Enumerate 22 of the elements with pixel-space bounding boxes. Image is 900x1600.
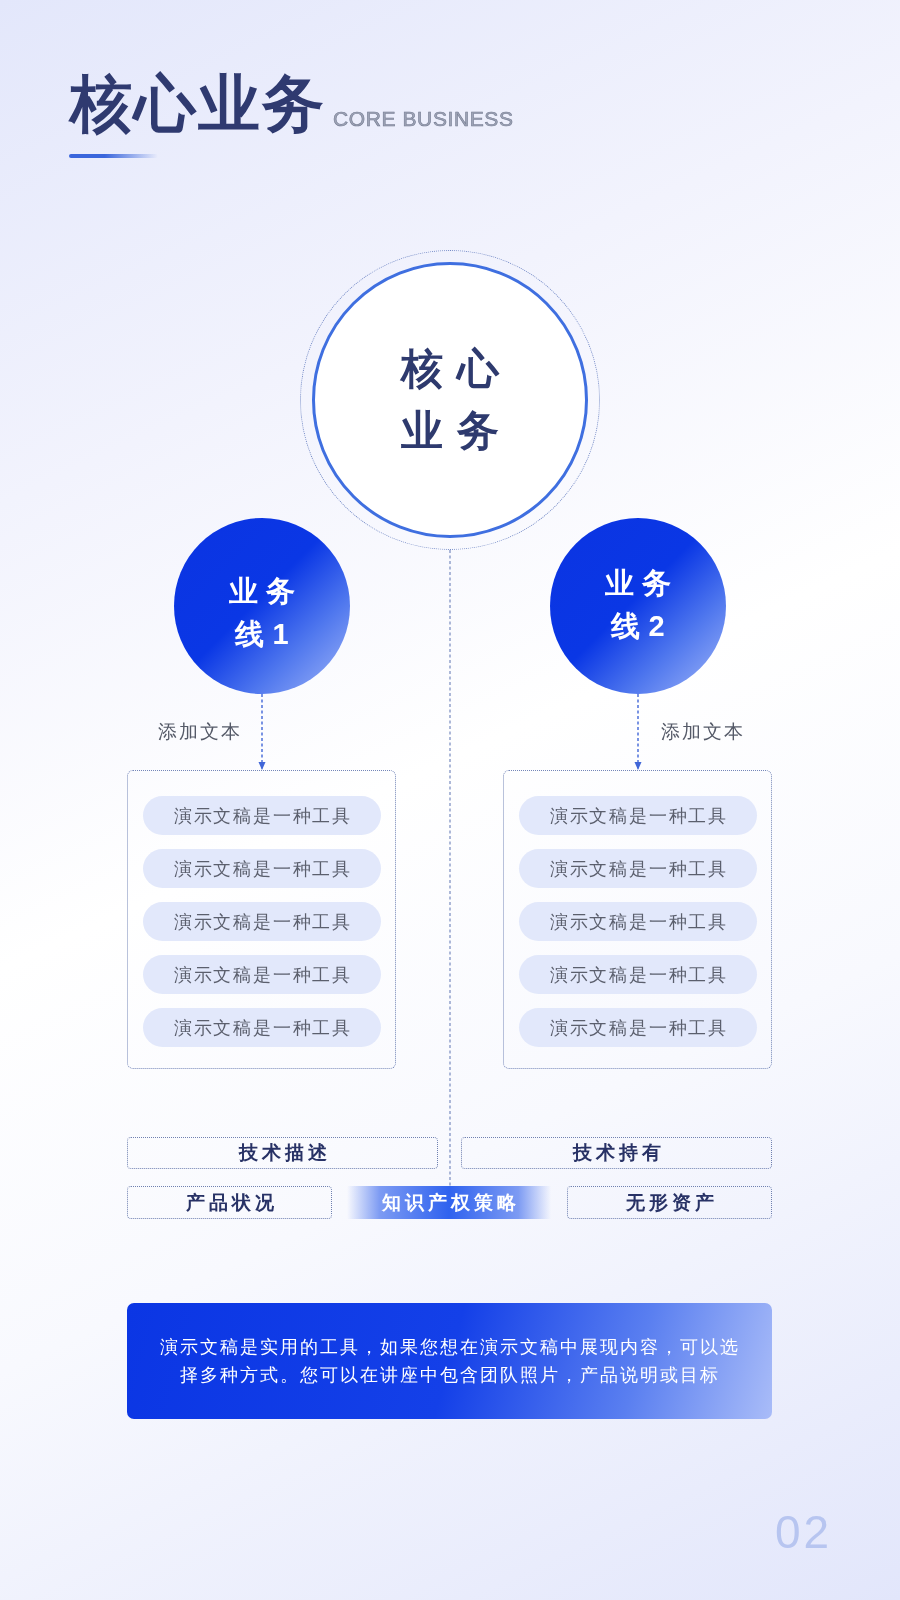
text-pill: 演示文稿是一种工具 [519, 1008, 757, 1047]
highlight-band: 知识产权策略 [347, 1186, 551, 1219]
circle-node: 业务线1 [174, 518, 350, 694]
circle-node: 业务线2 [550, 518, 726, 694]
page-title: 核心业务 [70, 73, 326, 135]
text-panel: 演示文稿是实用的工具，如果您想在演示文稿中展现内容，可以选择多种方式。您可以在讲座中包含团队照片，产品说明或目标 [127, 1303, 772, 1419]
arrow [258, 693, 266, 771]
text-pill: 演示文稿是一种工具 [519, 955, 757, 994]
text-pill: 演示文稿是一种工具 [143, 955, 381, 994]
circle-node: 核心业务 [312, 262, 588, 538]
edge-label: 添加文本 [661, 721, 745, 743]
text-pill: 演示文稿是一种工具 [143, 796, 381, 835]
text-pill: 演示文稿是一种工具 [519, 902, 757, 941]
arrow [634, 693, 642, 771]
text-pill: 演示文稿是一种工具 [143, 849, 381, 888]
text-pill: 演示文稿是一种工具 [519, 796, 757, 835]
text-pill: 演示文稿是一种工具 [519, 849, 757, 888]
edge-label: 添加文本 [158, 721, 242, 743]
text-pill: 演示文稿是一种工具 [143, 1008, 381, 1047]
subtitle: CORE BUSINESS [333, 108, 514, 129]
text-pill: 演示文稿是一种工具 [143, 902, 381, 941]
connector-line [449, 549, 451, 1187]
